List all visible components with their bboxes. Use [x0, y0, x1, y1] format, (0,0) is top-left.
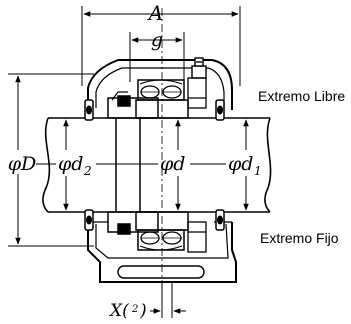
dimension-A	[81, 6, 241, 86]
dimension-d1-label: φd	[228, 153, 253, 175]
dimension-g-label: g	[151, 29, 163, 51]
fixed-end-label: Extremo Fijo	[260, 230, 339, 246]
dimension-d1-subscript: 1	[254, 164, 262, 178]
dimension-d-label: φd	[160, 153, 185, 175]
dimension-g	[129, 32, 185, 82]
spherical-roller-bearing	[135, 79, 189, 251]
dimension-d2-subscript: 2	[83, 164, 92, 178]
dimension-X-label: X(	[108, 301, 129, 321]
housing	[87, 59, 237, 283]
dimension-X	[150, 282, 186, 318]
dimension-X-close: )	[139, 301, 147, 321]
free-end-label: Extremo Libre	[258, 88, 345, 104]
dimension-d2-label: φd	[58, 153, 83, 175]
housing-seals	[84, 99, 225, 231]
dimension-X-superscript: 2	[131, 304, 138, 315]
dimension-D-label: φD	[8, 153, 37, 175]
adapter-sleeve	[107, 91, 159, 235]
locating-ring	[187, 77, 207, 253]
dimension-D	[8, 73, 94, 247]
dimension-A-label: A	[147, 1, 163, 25]
